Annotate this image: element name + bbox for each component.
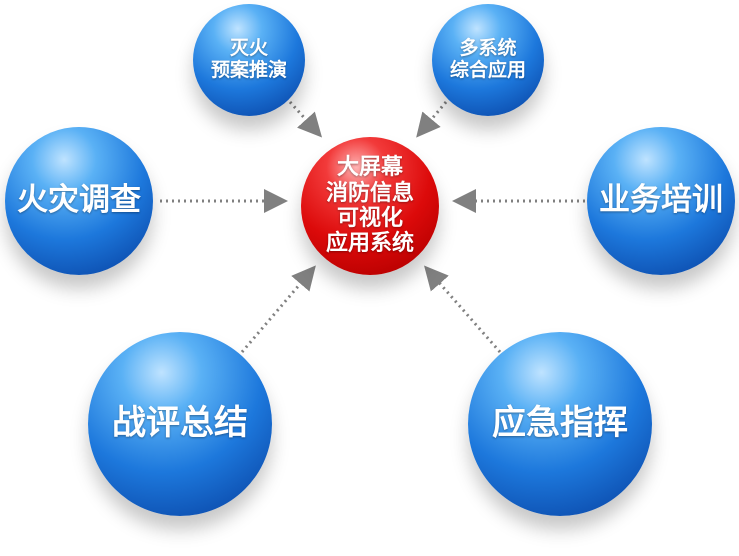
node-label: 预案推演 (210, 59, 287, 81)
node-battle-review: 战评总结 (88, 332, 272, 516)
node-business-training: 业务培训 (587, 127, 735, 275)
node-label: 业务培训 (599, 182, 723, 219)
node-label: 综合应用 (449, 59, 526, 81)
center-line: 应用系统 (325, 231, 414, 257)
arrow-multi-system (416, 101, 448, 138)
arrow-emergency-command (424, 265, 502, 353)
center-line: 大屏幕 (336, 155, 403, 181)
node-label: 应急指挥 (492, 403, 628, 444)
node-fire-drill: 灭火 预案推演 (193, 4, 305, 116)
arrow-fire-drill (288, 100, 323, 138)
center-node: 大屏幕 消防信息 可视化 应用系统 (301, 137, 439, 275)
node-label: 多系统 (459, 37, 517, 60)
arrow-battle-review (240, 265, 316, 353)
node-emergency-command: 应急指挥 (468, 332, 652, 516)
node-label: 灭火 (229, 37, 268, 60)
center-line: 消防信息 (325, 180, 414, 206)
center-line: 可视化 (336, 206, 403, 231)
node-label: 火灾调查 (17, 182, 141, 219)
node-label: 战评总结 (112, 403, 248, 444)
node-multi-system: 多系统 综合应用 (432, 4, 544, 116)
node-fire-investigation: 火灾调查 (5, 127, 153, 275)
